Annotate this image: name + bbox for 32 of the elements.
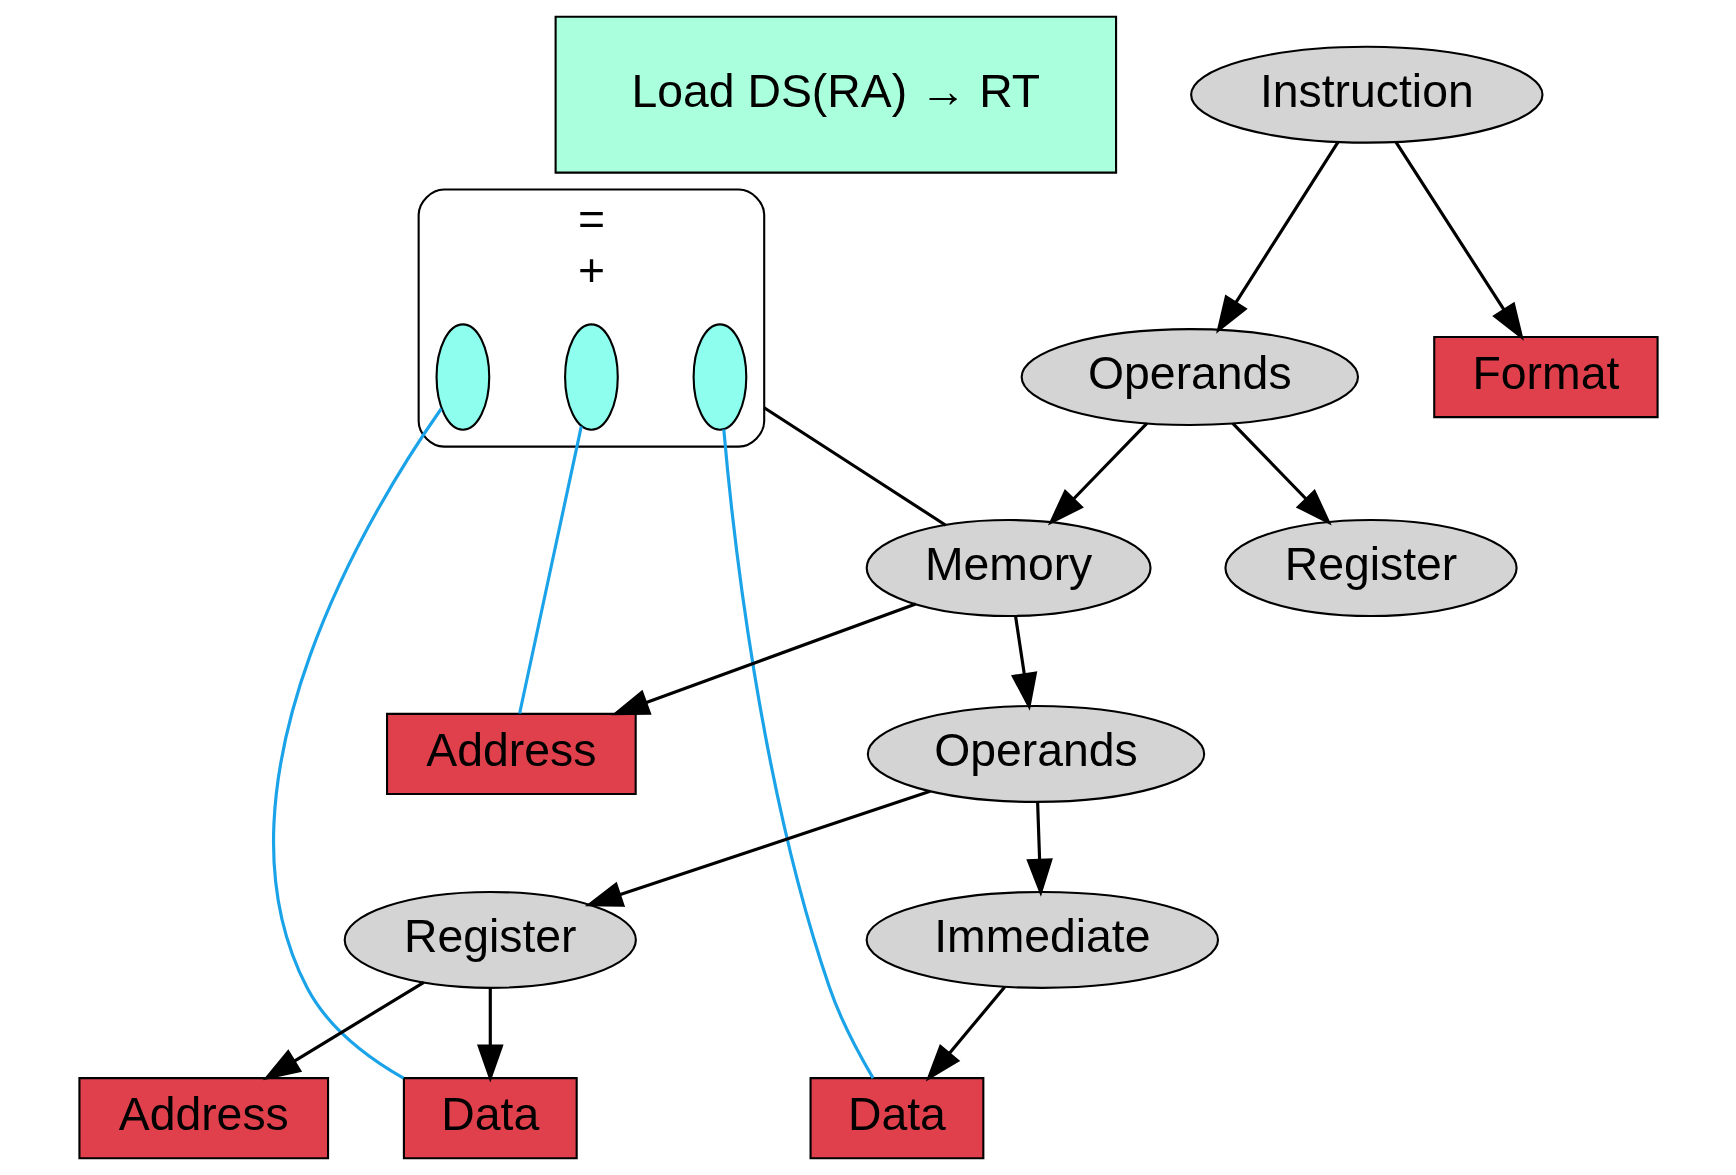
arrow — [1231, 422, 1332, 526]
node-box: Address — [385, 712, 637, 796]
node-ellipse: Register — [1223, 518, 1518, 617]
arrow — [610, 602, 916, 716]
connector — [271, 407, 443, 1080]
node-ellipse — [563, 323, 619, 431]
arrow — [476, 987, 504, 1083]
connector — [517, 426, 583, 714]
node-box: Format — [1432, 335, 1659, 419]
cluster: = + — [417, 188, 765, 448]
node-ellipse: Immediate — [865, 890, 1219, 989]
arrow — [1215, 141, 1339, 334]
arrow — [584, 789, 931, 907]
node-ellipse — [435, 323, 490, 431]
node-box: Data — [809, 1077, 984, 1160]
arrow — [1025, 801, 1053, 897]
node-ellipse — [692, 323, 747, 431]
arrow — [262, 981, 425, 1081]
arrow — [1394, 141, 1524, 341]
connector — [762, 406, 947, 527]
arrow — [1047, 422, 1148, 526]
node-box: Load DS(RA) → RT — [554, 15, 1117, 174]
connector — [721, 429, 874, 1079]
node-box: Data — [402, 1077, 578, 1160]
node-ellipse: Operands — [1020, 328, 1359, 427]
node-ellipse: Operands — [866, 704, 1205, 803]
node-ellipse: Memory — [865, 518, 1152, 617]
node-ellipse: Instruction — [1189, 45, 1544, 144]
node-box: Address — [77, 1077, 329, 1160]
node-ellipse: Register — [343, 890, 637, 989]
arrow — [1010, 615, 1037, 711]
arrow — [925, 985, 1006, 1082]
